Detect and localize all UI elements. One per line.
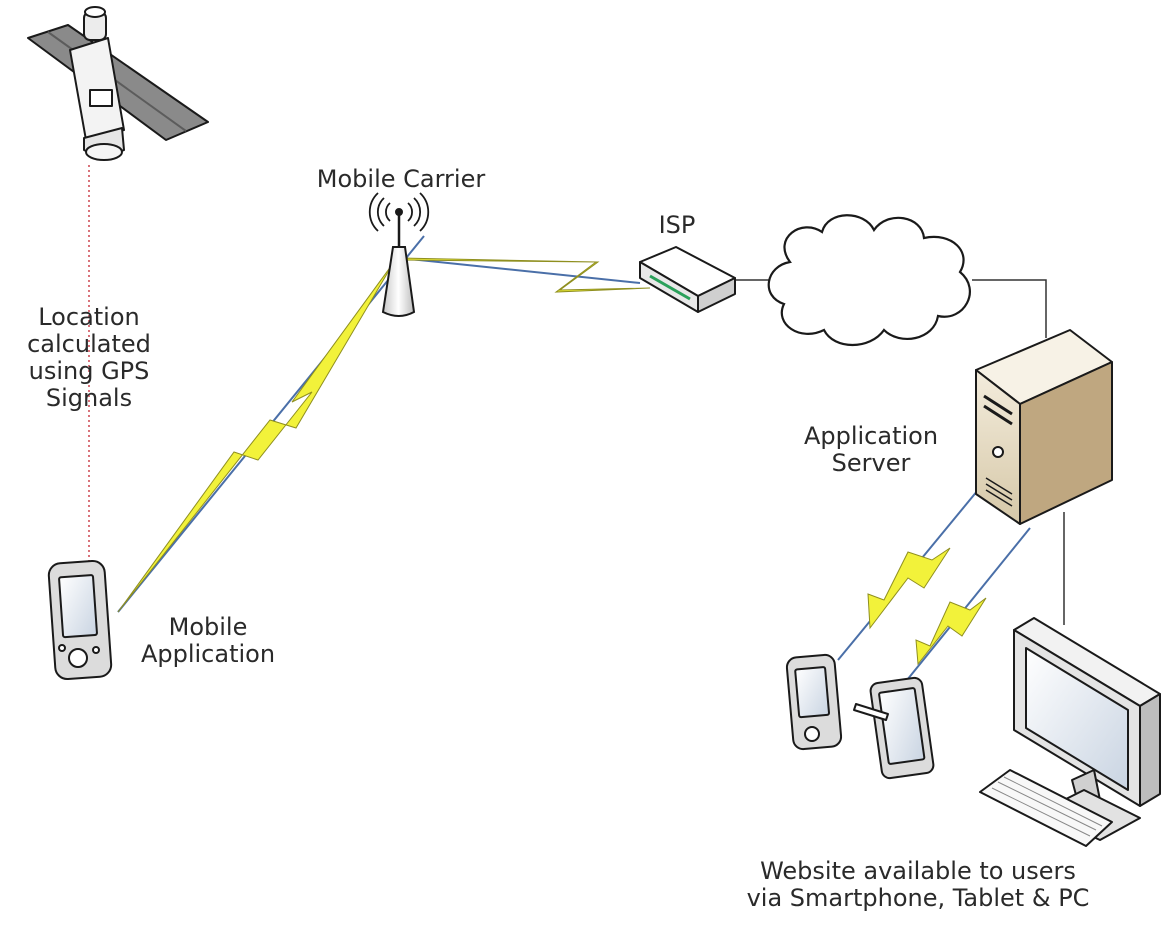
smartphone-icon <box>47 559 113 681</box>
mobile-application-label: Mobile Application <box>140 613 276 668</box>
cell-tower-icon <box>368 192 430 317</box>
server-icon <box>975 329 1113 525</box>
desktop-pc-icon <box>979 617 1161 847</box>
satellite-icon <box>27 6 209 161</box>
client-smartphone-icon <box>785 653 843 751</box>
wireless-link-server-to-tablet <box>902 527 1031 686</box>
website-availability-label: Website available to users via Smartphon… <box>746 857 1090 912</box>
isp-label: ISP <box>658 211 696 239</box>
wireless-link-phone-to-tower <box>117 235 425 613</box>
tablet-icon <box>853 676 935 780</box>
mobile-carrier-label: Mobile Carrier <box>316 165 486 193</box>
application-server-label: Application Server <box>803 422 939 477</box>
wireless-link-tower-to-isp <box>398 257 651 293</box>
wireless-link-server-to-smartphone <box>837 489 979 661</box>
cloud-icon <box>767 214 971 347</box>
gps-location-label: Location calculated using GPS Signals <box>27 303 151 412</box>
router-icon <box>639 246 736 313</box>
